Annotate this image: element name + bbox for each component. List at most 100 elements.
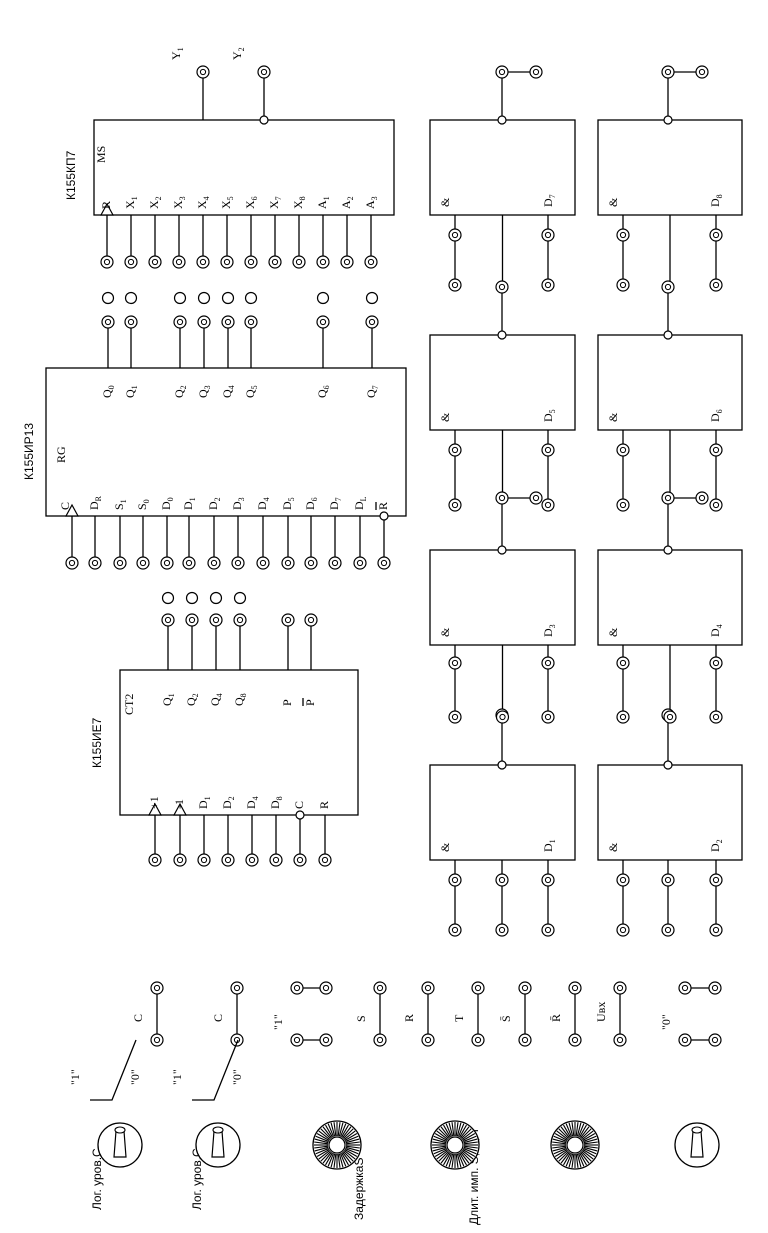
ir13-input-terminal[interactable] bbox=[304, 556, 318, 570]
ie7-output-terminal[interactable] bbox=[161, 613, 175, 627]
kp7-input-terminal[interactable] bbox=[196, 255, 210, 269]
ie7-input-terminal[interactable] bbox=[148, 853, 162, 867]
kp7-input-terminal[interactable] bbox=[172, 255, 186, 269]
gate-input-terminal[interactable] bbox=[541, 498, 555, 512]
gate-input-terminal[interactable] bbox=[541, 656, 555, 670]
ir13-output-terminal[interactable] bbox=[197, 315, 211, 329]
controls[interactable] bbox=[90, 1039, 720, 1170]
gate-input-terminal[interactable] bbox=[448, 228, 462, 242]
ir13-input-terminal[interactable] bbox=[377, 556, 391, 570]
ie7-aux-jack[interactable] bbox=[161, 591, 175, 605]
ie7-output-terminal[interactable] bbox=[233, 613, 247, 627]
signal-terminal[interactable] bbox=[150, 981, 164, 995]
gate-output-terminal[interactable] bbox=[495, 280, 509, 294]
ie7-input-terminal[interactable] bbox=[318, 853, 332, 867]
kp7-output-terminal[interactable] bbox=[196, 65, 210, 79]
kp7-input-terminal[interactable] bbox=[124, 255, 138, 269]
ir13-aux-jack[interactable] bbox=[221, 291, 235, 305]
ir13-aux-jack[interactable] bbox=[197, 291, 211, 305]
signal-terminal[interactable] bbox=[421, 1033, 435, 1047]
gate-input-terminal[interactable] bbox=[541, 923, 555, 937]
gate-input-terminal[interactable] bbox=[616, 498, 630, 512]
logic-level-switch-1[interactable] bbox=[97, 1122, 143, 1168]
kp7-input-terminal[interactable] bbox=[316, 255, 330, 269]
ie7-aux-jack[interactable] bbox=[185, 591, 199, 605]
gate-input-terminal[interactable] bbox=[541, 278, 555, 292]
ir13-aux-jack[interactable] bbox=[244, 291, 258, 305]
knob-3[interactable] bbox=[550, 1120, 600, 1170]
ir13-output-terminal[interactable] bbox=[316, 315, 330, 329]
gate-input-terminal[interactable] bbox=[616, 710, 630, 724]
kp7-input-terminal[interactable] bbox=[100, 255, 114, 269]
gate-output-terminal[interactable] bbox=[661, 280, 675, 294]
gate-input-terminal[interactable] bbox=[709, 443, 723, 457]
ie7-output-terminal[interactable] bbox=[281, 613, 295, 627]
ir13-input-terminal[interactable] bbox=[207, 556, 221, 570]
signal-terminal[interactable] bbox=[373, 1033, 387, 1047]
signal-terminal[interactable] bbox=[568, 981, 582, 995]
ir13-input-terminal[interactable] bbox=[328, 556, 342, 570]
signal-terminal[interactable] bbox=[568, 1033, 582, 1047]
ie7-input-terminal[interactable] bbox=[293, 853, 307, 867]
kp7-input-terminal[interactable] bbox=[292, 255, 306, 269]
kp7-input-terminal[interactable] bbox=[364, 255, 378, 269]
signal-terminal[interactable] bbox=[518, 1033, 532, 1047]
gate-output-terminal[interactable] bbox=[695, 65, 709, 79]
kp7-input-terminal[interactable] bbox=[340, 255, 354, 269]
ir13-output-terminal[interactable] bbox=[124, 315, 138, 329]
gate-output-terminal[interactable] bbox=[495, 491, 509, 505]
level-terminal[interactable] bbox=[708, 981, 722, 995]
level-terminal[interactable] bbox=[678, 1033, 692, 1047]
ir13-input-terminal[interactable] bbox=[353, 556, 367, 570]
level-terminal[interactable] bbox=[319, 1033, 333, 1047]
gate-input-terminal[interactable] bbox=[616, 228, 630, 242]
gate-input-terminal[interactable] bbox=[448, 656, 462, 670]
gate-input-terminal[interactable] bbox=[709, 710, 723, 724]
gate-output-terminal[interactable] bbox=[661, 65, 675, 79]
kp7-input-terminal[interactable] bbox=[148, 255, 162, 269]
gate-input-terminal[interactable] bbox=[616, 873, 630, 887]
kp7-input-terminal[interactable] bbox=[220, 255, 234, 269]
ir13-clock-terminal[interactable] bbox=[65, 556, 79, 570]
ie7-aux-jack[interactable] bbox=[209, 591, 223, 605]
gate-input-terminal[interactable] bbox=[448, 710, 462, 724]
ir13-output-terminal[interactable] bbox=[221, 315, 235, 329]
gate-input-terminal[interactable] bbox=[495, 710, 510, 724]
gate-input-terminal[interactable] bbox=[495, 923, 509, 937]
kp7-input-terminal[interactable] bbox=[268, 255, 282, 269]
signal-terminal[interactable] bbox=[613, 1033, 627, 1047]
toggle-switch-3[interactable] bbox=[674, 1122, 720, 1168]
ir13-input-terminal[interactable] bbox=[160, 556, 174, 570]
ir13-output-terminal[interactable] bbox=[365, 315, 379, 329]
ie7-output-terminal[interactable] bbox=[304, 613, 318, 627]
level-terminal[interactable] bbox=[678, 981, 692, 995]
gate-input-terminal[interactable] bbox=[709, 873, 723, 887]
gate-input-terminal[interactable] bbox=[709, 228, 723, 242]
ir13-aux-jack[interactable] bbox=[124, 291, 138, 305]
gate-output-terminal[interactable] bbox=[529, 65, 543, 79]
ie7-output-terminal[interactable] bbox=[185, 613, 199, 627]
ir13-input-terminal[interactable] bbox=[88, 556, 102, 570]
signal-terminal[interactable] bbox=[150, 1033, 164, 1047]
ir13-aux-jack[interactable] bbox=[365, 291, 379, 305]
signal-terminal[interactable] bbox=[518, 981, 532, 995]
ie7-input-terminal[interactable] bbox=[197, 853, 211, 867]
terminals[interactable] bbox=[65, 65, 723, 1047]
ir13-input-terminal[interactable] bbox=[182, 556, 196, 570]
gate-input-terminal[interactable] bbox=[709, 498, 723, 512]
gate-input-terminal[interactable] bbox=[663, 710, 677, 724]
gate-output-terminal[interactable] bbox=[695, 491, 709, 505]
ir13-input-terminal[interactable] bbox=[113, 556, 127, 570]
gate-output-terminal[interactable] bbox=[661, 491, 675, 505]
signal-terminal[interactable] bbox=[230, 981, 244, 995]
ir13-input-terminal[interactable] bbox=[231, 556, 245, 570]
ir13-aux-jack[interactable] bbox=[316, 291, 330, 305]
level-terminal[interactable] bbox=[290, 1033, 304, 1047]
signal-terminal[interactable] bbox=[613, 981, 627, 995]
ie7-aux-jack[interactable] bbox=[233, 591, 247, 605]
ir13-input-terminal[interactable] bbox=[281, 556, 295, 570]
signal-terminal[interactable] bbox=[471, 1033, 485, 1047]
gate-input-terminal[interactable] bbox=[541, 710, 555, 724]
gate-input-terminal[interactable] bbox=[616, 923, 630, 937]
kp7-output-terminal[interactable] bbox=[257, 65, 271, 79]
